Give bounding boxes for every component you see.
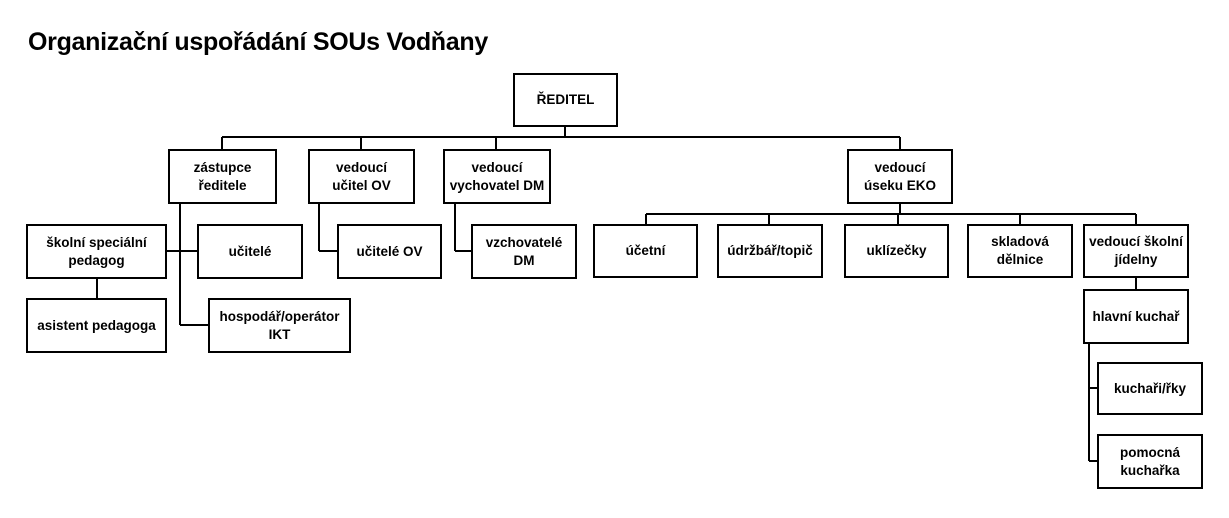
node-udrzbar-topic: údržbář/topič: [717, 224, 823, 278]
diagram-title: Organizační uspořádání SOUs Vodňany: [28, 28, 488, 56]
node-vychovatele-dm: vzchovatelé DM: [471, 224, 577, 279]
node-ucitele-ov: učitelé OV: [337, 224, 442, 279]
node-zastupce-reditele: zástupce ředitele: [168, 149, 277, 204]
node-ucitele: učitelé: [197, 224, 303, 279]
node-vedouci-skolni-jidelny: vedoucí školní jídelny: [1083, 224, 1189, 278]
node-hospodar-operator-ikt: hospodář/operátor IKT: [208, 298, 351, 353]
node-vedouci-vychovatel-dm: vedoucí vychovatel DM: [443, 149, 551, 204]
node-ucetni: účetní: [593, 224, 698, 278]
node-uklizecky: uklízečky: [844, 224, 949, 278]
node-asistent-pedagoga: asistent pedagoga: [26, 298, 167, 353]
node-vedouci-ucitel-ov: vedoucí učitel OV: [308, 149, 415, 204]
node-kuchari: kuchaři/řky: [1097, 362, 1203, 415]
node-reditel: ŘEDITEL: [513, 73, 618, 127]
node-hlavni-kuchar: hlavní kuchař: [1083, 289, 1189, 344]
node-skolni-specialni-pedagog: školní speciální pedagog: [26, 224, 167, 279]
node-vedouci-useku-eko: vedoucí úseku EKO: [847, 149, 953, 204]
node-skladova-delnice: skladová dělnice: [967, 224, 1073, 278]
node-pomocna-kucharka: pomocná kuchařka: [1097, 434, 1203, 489]
